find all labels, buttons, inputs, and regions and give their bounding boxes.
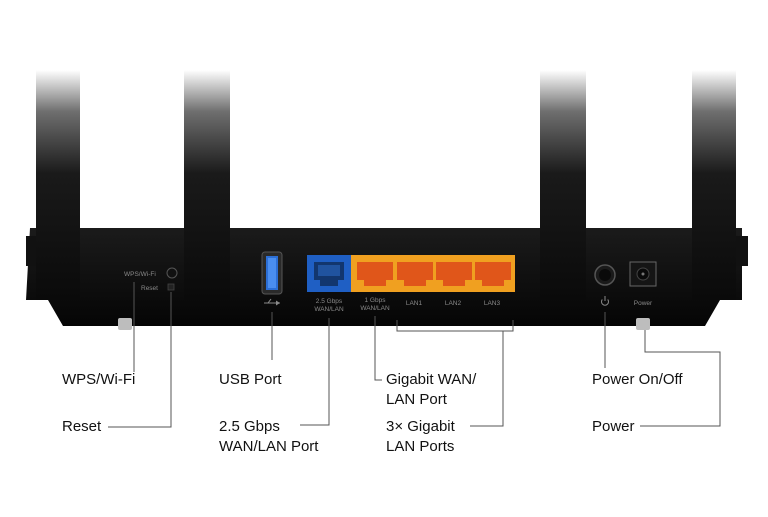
gigabit-wan-port[interactable] — [357, 262, 393, 286]
callout-power: Power — [592, 417, 635, 437]
callout-wan-25-line1: 2.5 Gbps — [219, 418, 280, 435]
antennas — [36, 70, 736, 300]
callout-gigabit-lan-line2: LAN Ports — [386, 438, 455, 455]
foot-left — [118, 318, 132, 330]
lan-port-3[interactable] — [475, 262, 511, 286]
leader-lines — [108, 282, 721, 428]
wan-2-5-device-label-1: 2.5 Gbps — [316, 298, 343, 305]
callout-usb-port: USB Port — [219, 370, 282, 390]
antenna-3 — [540, 70, 586, 300]
lan2-device-label: LAN2 — [445, 300, 462, 307]
callout-wan-25: 2.5 Gbps WAN/LAN Port — [219, 417, 318, 457]
power-icon — [601, 296, 609, 306]
usb-port[interactable] — [261, 251, 283, 295]
wps-wifi-button[interactable] — [166, 267, 178, 279]
wan-1-device-label-2: WAN/LAN — [360, 305, 390, 312]
foot-right — [636, 318, 650, 330]
callout-reset-text: Reset — [62, 418, 102, 435]
callout-gigabit-lan: 3× Gigabit LAN Ports — [386, 417, 455, 457]
bracket-lan — [396, 320, 514, 332]
wan-2-5-port[interactable] — [307, 255, 351, 292]
lan1-device-label: LAN1 — [406, 300, 423, 307]
callout-wan-25-line2: WAN/LAN Port — [219, 438, 319, 455]
leader-lan — [470, 331, 504, 427]
callout-power-on-off: Power On/Off — [592, 370, 683, 390]
reset-pinhole[interactable] — [167, 283, 175, 291]
leader-power-jack — [640, 330, 721, 427]
reset-device-label: Reset — [141, 285, 158, 292]
wps-wifi-device-label: WPS/Wi-Fi — [124, 271, 156, 278]
callout-gigabit-wan-line1: Gigabit WAN/ — [386, 371, 477, 388]
lan-port-2[interactable] — [436, 262, 472, 286]
leader-reset — [108, 292, 172, 428]
antenna-1 — [36, 70, 80, 300]
callout-reset: Reset — [62, 417, 101, 437]
callout-gigabit-wan: Gigabit WAN/ LAN Port — [386, 370, 476, 410]
callout-power-on-off-text: Power On/Off — [592, 371, 683, 388]
callout-gigabit-wan-line2: LAN Port — [386, 391, 447, 408]
antenna-4 — [692, 70, 736, 300]
callout-wps-wifi-text: WPS/Wi-Fi — [62, 371, 136, 388]
power-button[interactable] — [594, 264, 616, 286]
power-device-label: Power — [634, 300, 653, 307]
callout-gigabit-lan-line1: 3× Gigabit — [386, 418, 455, 435]
usb-icon — [264, 298, 280, 306]
lan3-device-label: LAN3 — [484, 300, 501, 307]
antenna-2 — [184, 70, 230, 300]
wan-1-device-label-1: 1 Gbps — [365, 297, 387, 304]
callout-power-text: Power — [592, 418, 635, 435]
wan-2-5-device-label-2: WAN/LAN — [314, 306, 344, 313]
callout-usb-port-text: USB Port — [219, 371, 282, 388]
callout-wps-wifi: WPS/Wi-Fi — [62, 370, 135, 390]
lan-port-1[interactable] — [397, 262, 433, 286]
leader-wan25 — [300, 318, 330, 426]
leader-gigabit-wan — [374, 316, 382, 381]
power-jack[interactable] — [629, 261, 657, 287]
